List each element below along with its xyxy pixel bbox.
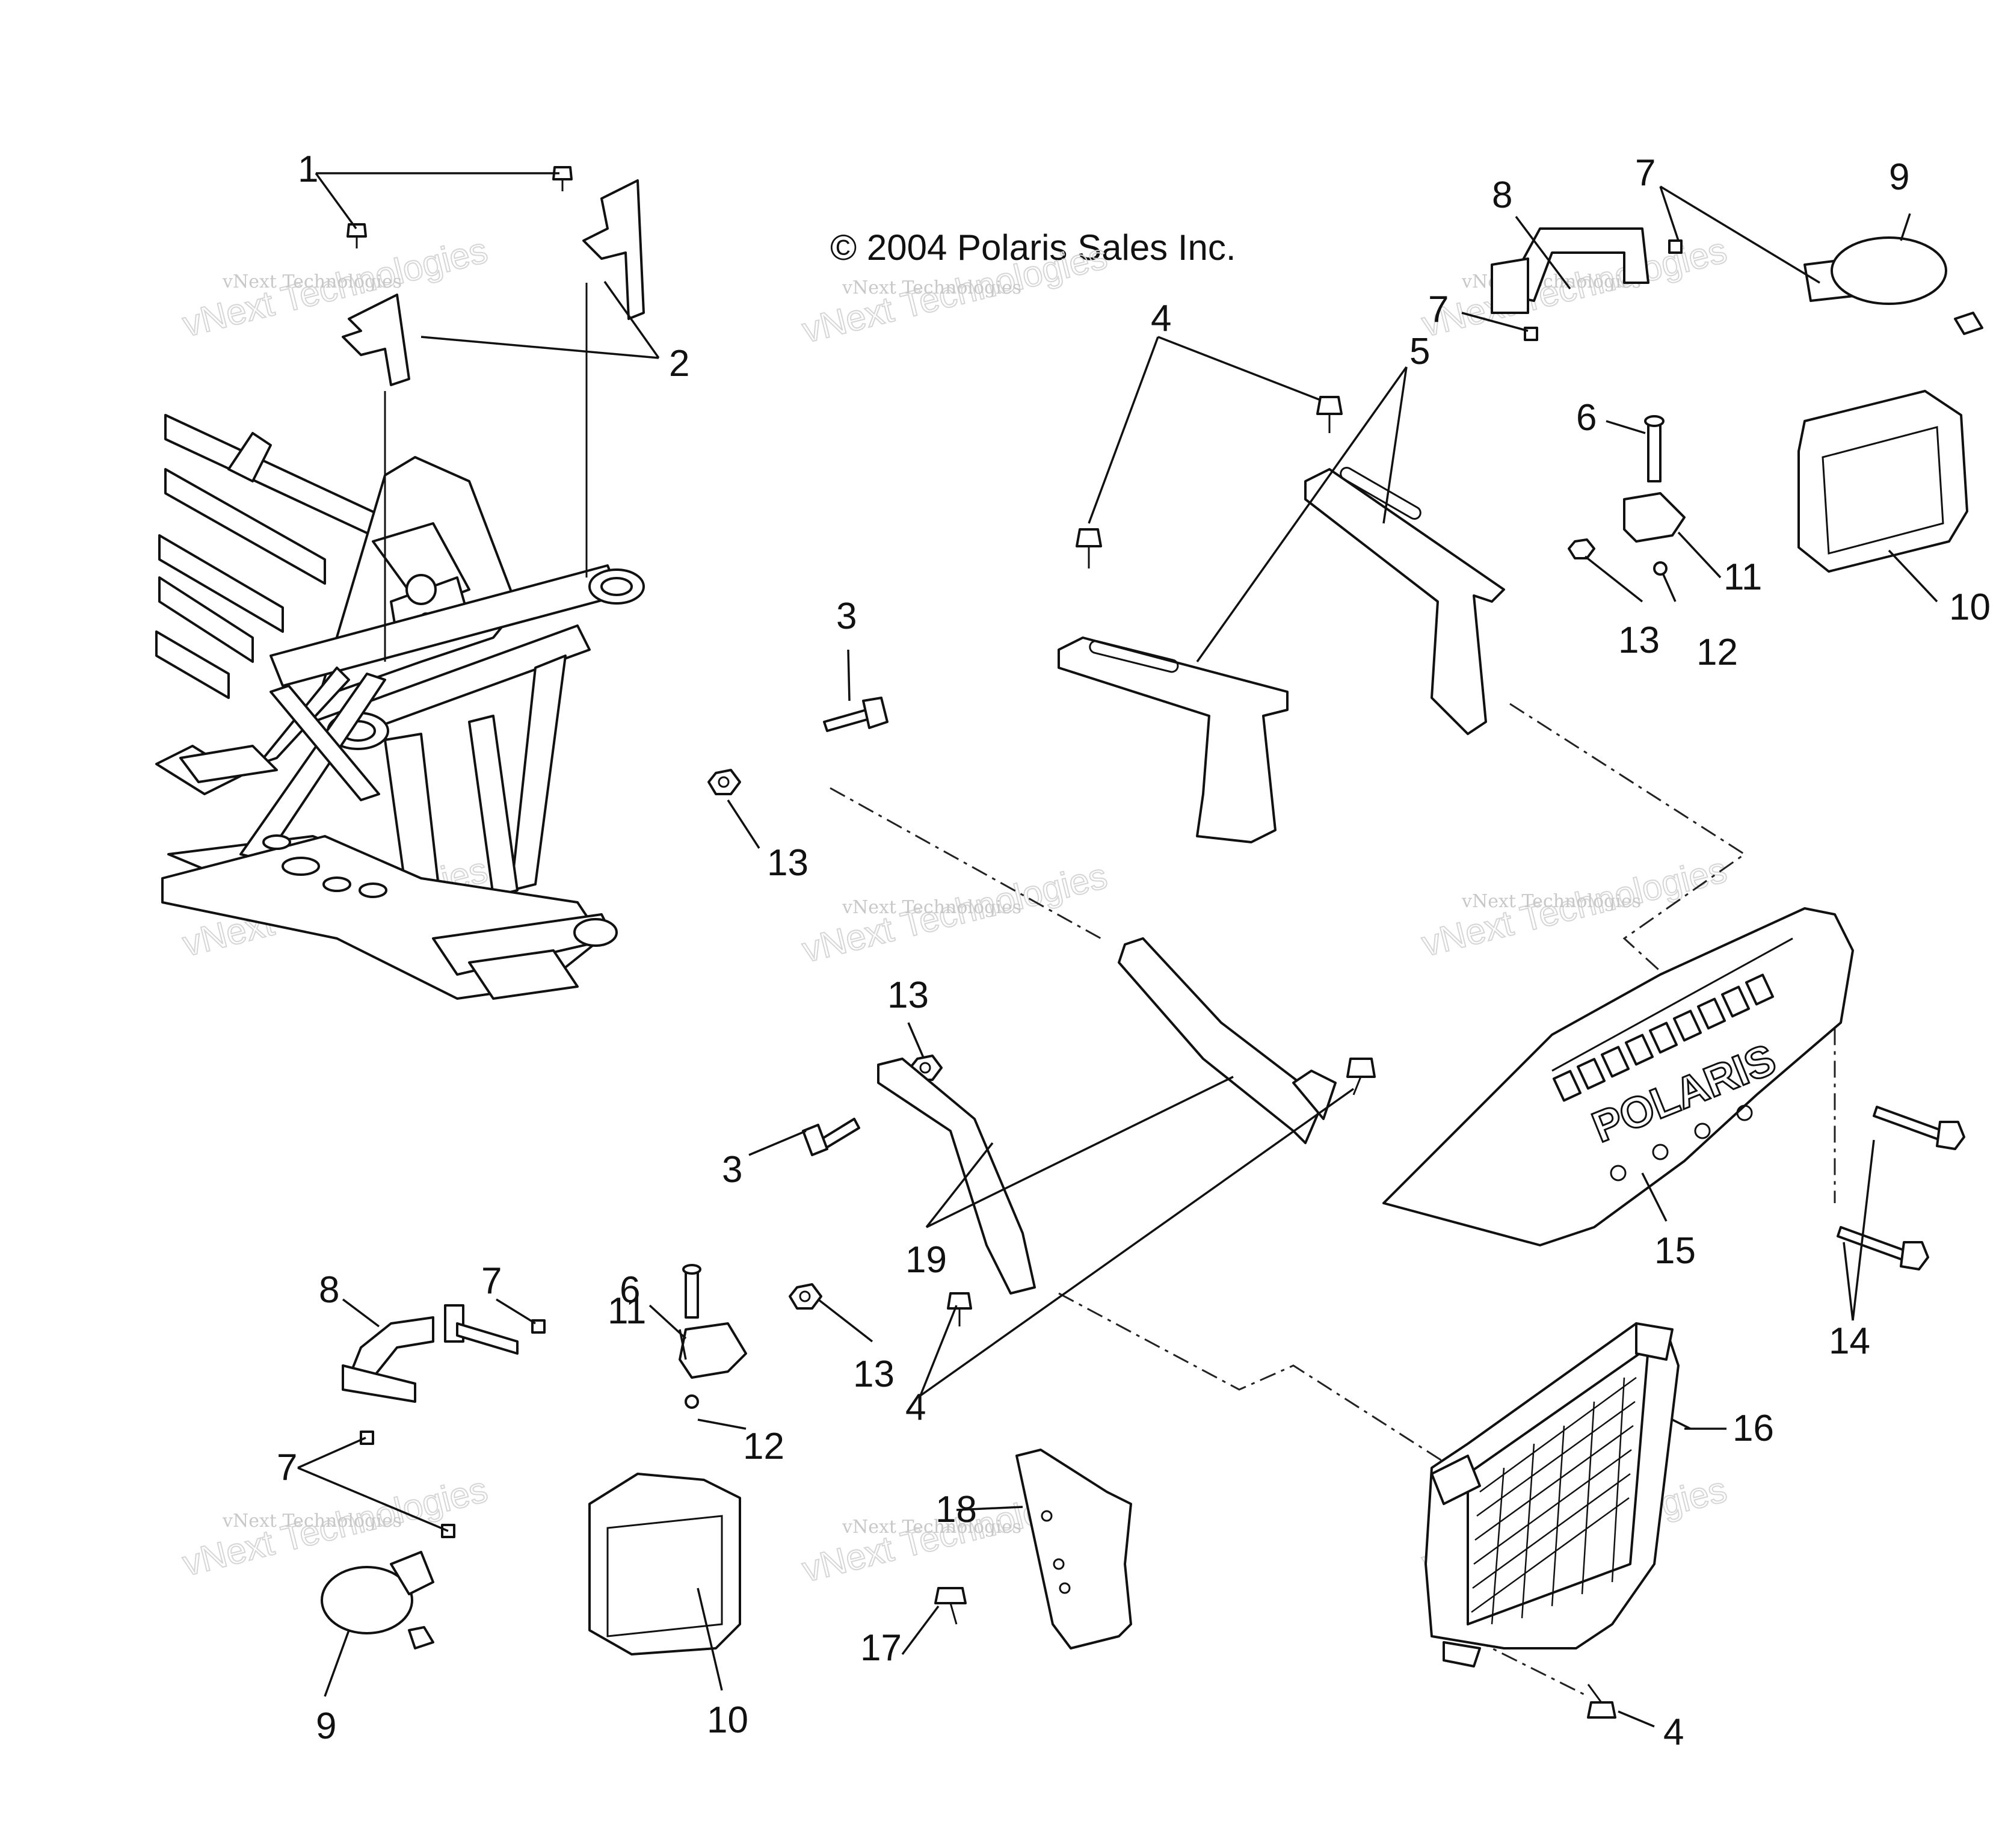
callout-6: 6 xyxy=(1576,397,1597,439)
watermark: vNext Technologies xyxy=(222,1511,402,1532)
radiator-guard xyxy=(1424,1322,1680,1719)
callout-11: 11 xyxy=(1723,556,1762,598)
watermark: vNext Technologies xyxy=(842,277,1021,298)
callout-18: 18 xyxy=(935,1489,977,1530)
callout-10: 10 xyxy=(707,1699,748,1741)
bumper-teeth xyxy=(1552,973,1775,1102)
phantom-line xyxy=(1509,703,1746,1000)
headlight-left-assembly xyxy=(321,1264,747,1656)
watermark: vNext Technologies xyxy=(842,897,1021,918)
callout-4: 4 xyxy=(905,1387,926,1428)
watermark: vNext Technologies xyxy=(222,271,402,292)
callout-9: 9 xyxy=(316,1705,336,1747)
callout-12: 12 xyxy=(1696,632,1738,673)
callout-4: 4 xyxy=(1663,1711,1684,1753)
callout-11: 11 xyxy=(608,1290,646,1332)
callout-7: 7 xyxy=(277,1447,297,1488)
callout-13: 13 xyxy=(887,975,929,1016)
callout-16: 16 xyxy=(1732,1408,1774,1449)
lower-bracket xyxy=(934,1449,1132,1649)
front-bumper: POLARIS xyxy=(1382,907,1854,1246)
watermark: vNext Technologies xyxy=(1461,271,1641,292)
watermark: vNext Technologies xyxy=(842,1517,1021,1538)
phantom-line xyxy=(1058,1292,1444,1463)
bumper-bolts xyxy=(1837,1106,1965,1270)
headlight-brackets xyxy=(1058,396,1505,843)
callout-3: 3 xyxy=(836,596,857,637)
callout-15: 15 xyxy=(1654,1230,1696,1272)
bolts-nuts-center xyxy=(707,697,943,1310)
callout-13: 13 xyxy=(1618,620,1660,661)
support-bar xyxy=(877,937,1376,1326)
callout-6: 6 xyxy=(620,1269,640,1311)
callout-2: 2 xyxy=(669,343,689,384)
callout-13: 13 xyxy=(767,842,808,884)
callout-7: 7 xyxy=(481,1260,502,1302)
callout-5: 5 xyxy=(1409,331,1430,372)
frame-brackets xyxy=(342,179,645,662)
callout-14: 14 xyxy=(1829,1320,1870,1362)
watermark: vNext Technologies xyxy=(1461,891,1641,912)
callout-10: 10 xyxy=(1949,587,1991,628)
callout-12: 12 xyxy=(743,1426,784,1467)
leader-lines xyxy=(297,172,1938,1728)
callout-labels: 1 2 3 13 4 5 8 7 7 9 6 11 13 12 10 13 3 … xyxy=(277,149,1991,1753)
mount-bolts xyxy=(346,166,573,248)
callout-17: 17 xyxy=(860,1627,902,1669)
callout-9: 9 xyxy=(1889,156,1909,198)
phantom-line xyxy=(830,787,1101,940)
callout-7: 7 xyxy=(1635,152,1656,194)
callout-13: 13 xyxy=(853,1354,895,1395)
vehicle-frame xyxy=(155,414,645,1000)
callout-3: 3 xyxy=(722,1149,742,1190)
headlight-right-assembly xyxy=(1491,227,1983,576)
copyright-text: © 2004 Polaris Sales Inc. xyxy=(830,227,1236,268)
callout-19: 19 xyxy=(905,1239,947,1281)
callout-8: 8 xyxy=(1492,174,1512,216)
callout-7: 7 xyxy=(1428,289,1449,330)
phantom-line xyxy=(1443,1623,1589,1698)
callout-4: 4 xyxy=(1151,298,1171,339)
callout-1: 1 xyxy=(298,149,318,190)
callout-8: 8 xyxy=(319,1269,339,1311)
